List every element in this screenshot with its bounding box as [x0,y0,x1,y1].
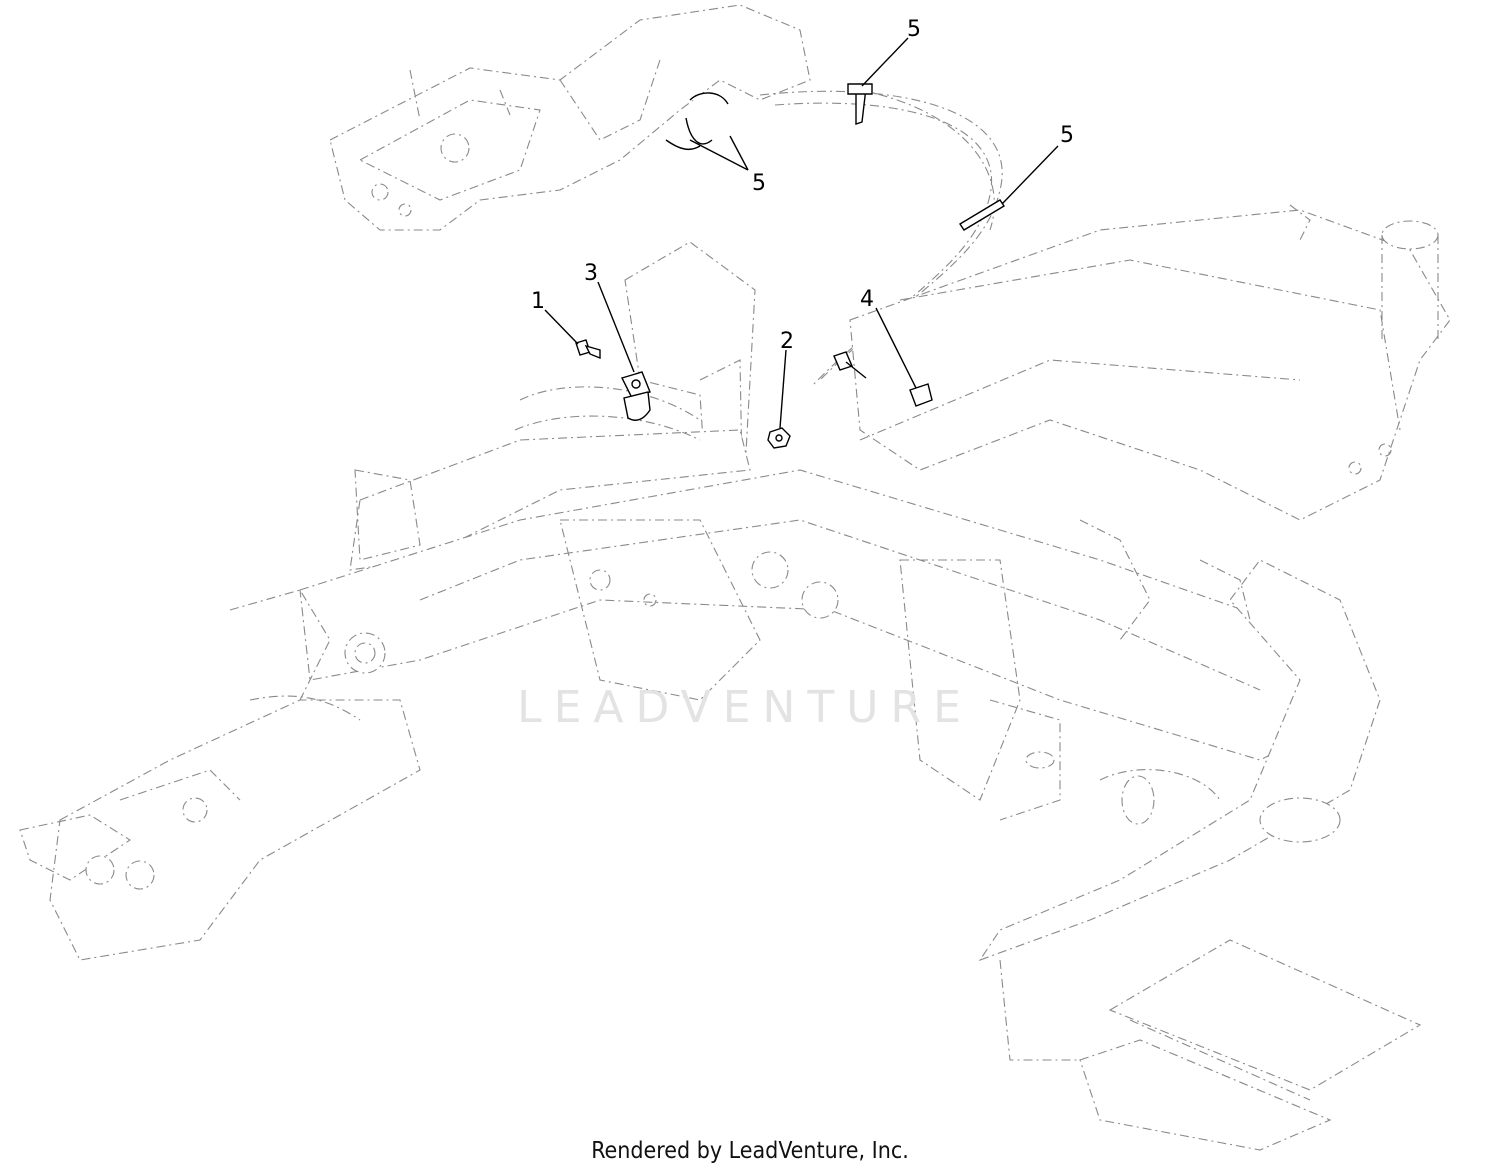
callout-1: 1 [531,289,545,314]
callout-5-right: 5 [1060,123,1074,148]
callout-leaders [544,37,1059,429]
callout-3: 3 [584,261,598,286]
part-1-bolt [575,339,601,360]
part-3-clamp [621,371,651,421]
callout-4: 4 [860,287,874,312]
part-5-cable-ties [665,83,1005,231]
watermark-text: LEADVENTURE [517,682,973,733]
callout-2: 2 [780,329,794,354]
frame-ghost-outline [19,4,1451,1151]
part-4-clip [833,351,933,407]
callout-5-panel: 5 [752,171,766,196]
part-2-nut [767,427,791,449]
rendered-by-footer: Rendered by LeadVenture, Inc. [591,1138,909,1164]
callout-5-top: 5 [907,17,921,42]
